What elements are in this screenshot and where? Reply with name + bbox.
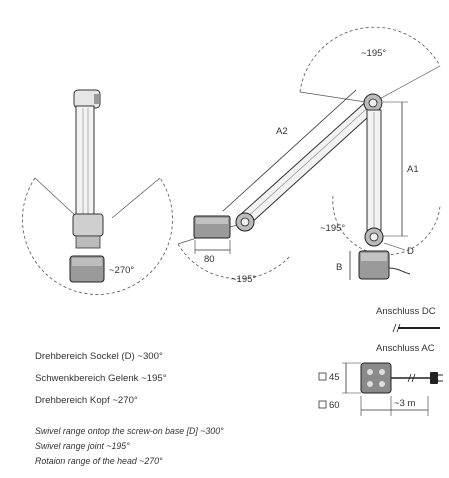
square-symbol-45	[318, 372, 327, 381]
main-view: ~195° ~195° ~195° A2	[177, 26, 441, 285]
spec-german-2: Schwenkbereich Gelenk ~195°	[35, 373, 167, 384]
base-swivel-arc	[177, 243, 291, 280]
label-80: 80	[204, 254, 215, 265]
arc-radius-right	[111, 177, 161, 219]
label-b: B	[336, 262, 342, 273]
label-anschluss-ac: Anschluss AC	[376, 343, 435, 354]
label-head-rotation: ~270°	[109, 265, 134, 276]
square-symbol-60	[318, 400, 327, 409]
ac-plug	[430, 372, 438, 384]
spec-english-3: Rotaion range of the head ~270°	[35, 456, 163, 466]
label-top-angle: ~195°	[361, 48, 386, 59]
label-cable-length: ~3 m	[394, 398, 415, 409]
side-view: ~270°	[22, 89, 173, 295]
ac-socket	[360, 362, 392, 394]
label-45: 45	[329, 372, 340, 383]
label-d: D	[407, 246, 414, 257]
diagonal-arm	[239, 98, 379, 226]
side-arm	[75, 105, 95, 217]
label-60: 60	[329, 400, 340, 411]
connectors: Anschluss DC Anschluss AC 45 60 ~3 m	[318, 306, 443, 416]
spec-german-3: Drehbereich Kopf ~270°	[35, 395, 138, 406]
label-anschluss-dc: Anschluss DC	[376, 306, 436, 317]
spec-german-1: Drehbereich Sockel (D) ~300°	[35, 351, 163, 362]
head-swivel-arc	[22, 177, 173, 295]
label-joint-angle: ~195°	[320, 223, 345, 234]
joint-swivel-arc	[332, 195, 441, 256]
label-a1: A1	[407, 164, 419, 175]
spec-english-1: Swivel range ontop the screw-on base [D]…	[35, 426, 224, 436]
label-base-angle: ~195°	[231, 274, 256, 285]
spec-english-2: Swivel range joint ~195°	[35, 441, 130, 451]
arc-radius-left	[34, 177, 79, 219]
label-a2: A2	[276, 126, 288, 137]
side-joint	[72, 213, 104, 237]
top-swivel-arc	[299, 26, 441, 93]
dim-a2-line	[222, 89, 357, 212]
